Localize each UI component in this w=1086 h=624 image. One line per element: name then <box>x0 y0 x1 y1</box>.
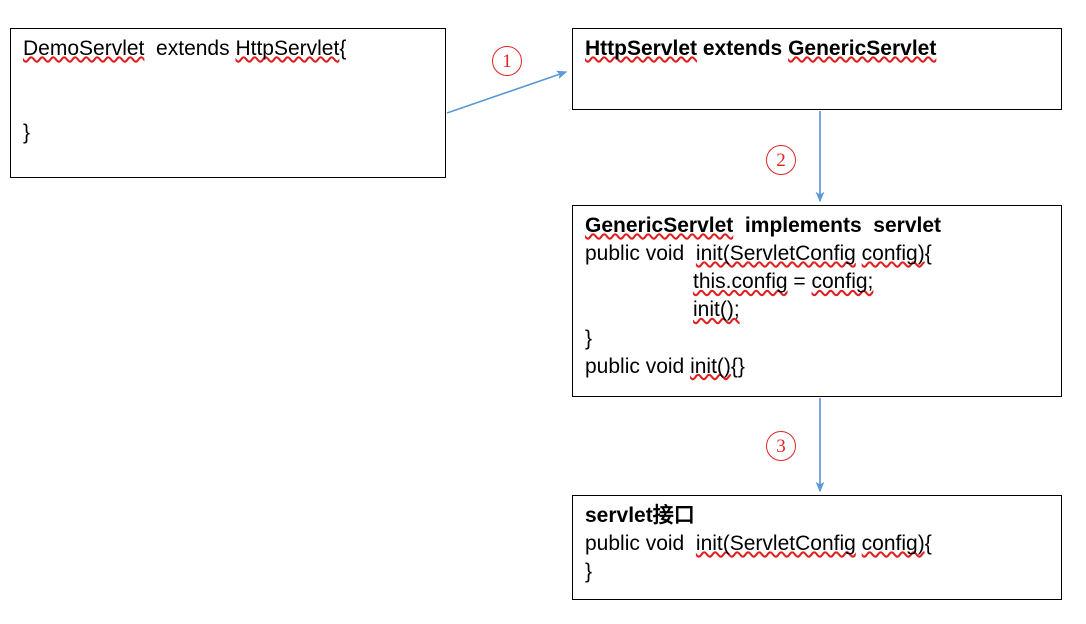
step-marker-1: 1 <box>492 46 522 76</box>
spellcheck-underlined-token: HttpServlet <box>585 37 698 60</box>
spellcheck-underlined-token: this.config <box>693 270 788 294</box>
code-line: init(); <box>585 296 1051 324</box>
code-token: { <box>924 532 932 556</box>
code-token: } <box>585 326 593 350</box>
code-token: extends <box>697 37 789 60</box>
step-marker-3: 3 <box>766 431 796 461</box>
arrow-demo-to-http <box>446 70 568 114</box>
code-token: public void <box>585 242 696 266</box>
spellcheck-underlined-token: GenericServlet <box>585 214 734 237</box>
code-token: } <box>585 560 593 584</box>
step-marker-2: 2 <box>766 145 796 175</box>
code-token: {} <box>730 354 745 378</box>
code-line: } <box>585 325 1051 353</box>
code-line: GenericServlet implements servlet <box>585 212 1051 240</box>
spellcheck-underlined-token: init(); <box>693 298 740 322</box>
spellcheck-underlined-token: init() <box>690 354 731 378</box>
spellcheck-underlined-token: init(ServletConfig <box>695 242 856 266</box>
code-line: public void init(ServletConfig config){ <box>585 530 1051 558</box>
code-token: implements servlet <box>733 214 942 237</box>
spellcheck-underlined-token: GenericServlet <box>788 37 937 60</box>
spellcheck-underlined-token: DemoServlet <box>23 37 145 60</box>
code-token: extends <box>144 37 236 60</box>
code-line: } <box>585 558 1051 586</box>
code-token: public void <box>585 354 691 378</box>
code-token: public void <box>585 532 696 556</box>
code-line <box>23 63 435 91</box>
code-line: public void init(ServletConfig config){ <box>585 240 1051 268</box>
code-token: = <box>787 270 812 294</box>
code-token: servlet接口 <box>585 504 695 527</box>
code-line: this.config = config; <box>585 268 1051 296</box>
spellcheck-underlined-token: config) <box>861 532 925 556</box>
spellcheck-underlined-token: HttpServlet <box>235 37 340 60</box>
spellcheck-underlined-token: config; <box>811 270 874 294</box>
spellcheck-underlined-token: config) <box>861 242 925 266</box>
code-token: { <box>924 242 932 266</box>
spellcheck-underlined-token: init(ServletConfig <box>695 532 856 556</box>
box-servlet-interface: servlet接口 public void init(ServletConfig … <box>572 495 1062 600</box>
code-line: } <box>23 119 435 147</box>
code-line: servlet接口 <box>585 502 1051 530</box>
box-http-servlet: HttpServlet extends GenericServlet <box>572 28 1062 110</box>
code-line: DemoServlet extends HttpServlet{ <box>23 35 435 63</box>
code-token: } <box>23 121 31 145</box>
code-line <box>23 91 435 119</box>
code-line: HttpServlet extends GenericServlet <box>585 35 1051 63</box>
code-token: { <box>339 37 347 60</box>
code-line: public void init(){} <box>585 353 1051 381</box>
box-demo-servlet: DemoServlet extends HttpServlet{ } <box>10 28 446 178</box>
